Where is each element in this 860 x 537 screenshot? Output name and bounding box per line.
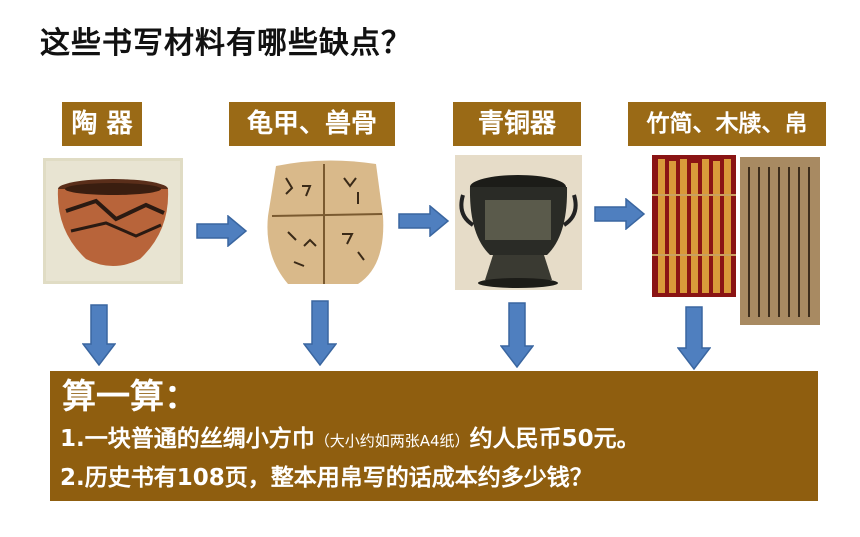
arrow-down-icon	[303, 300, 337, 366]
calc-line-1-text: 1.一块普通的丝绸小方巾	[60, 426, 315, 452]
calc-line-1-price: 约人民币50元。	[469, 426, 640, 452]
arrow-down-icon	[500, 302, 534, 368]
label-pottery: 陶 器	[62, 102, 142, 146]
bamboo-silk-image	[652, 155, 822, 327]
calc-line-1-note: （大小约如两张A4纸）	[314, 432, 470, 450]
calc-line-1: 1.一块普通的丝绸小方巾（大小约如两张A4纸）约人民币50元。	[60, 421, 808, 460]
pottery-image	[43, 158, 183, 284]
bronze-vessel-image	[455, 155, 582, 290]
calc-line-2: 2.历史书有108页，整本用帛写的话成本约多少钱？	[60, 465, 593, 491]
arrow-right-icon	[196, 215, 248, 247]
arrow-down-icon	[677, 306, 711, 370]
label-oracle-bone: 龟甲、兽骨	[229, 102, 395, 146]
label-bronze: 青铜器	[453, 102, 581, 146]
oracle-bone-image	[258, 156, 391, 288]
arrow-down-icon	[82, 304, 116, 366]
page-title: 这些书写材料有哪些缺点？	[40, 26, 412, 61]
calc-title: 算一算：	[62, 377, 198, 417]
calculation-box: 算一算： 1.一块普通的丝绸小方巾（大小约如两张A4纸）约人民币50元。 2.历…	[50, 371, 818, 501]
arrow-right-icon	[398, 205, 450, 237]
label-bamboo-silk: 竹简、木牍、帛	[628, 102, 826, 146]
arrow-right-icon	[594, 198, 646, 230]
